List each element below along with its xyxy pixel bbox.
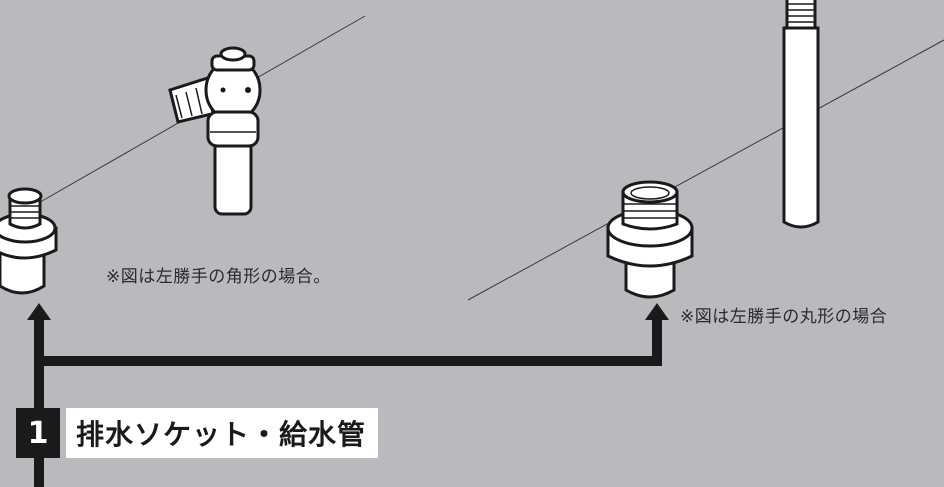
floor-line-right [467,39,944,301]
angle-stop-valve-icon [168,46,262,216]
drain-socket-right-icon [606,180,694,299]
step-title: 排水ソケット・給水管 [66,408,379,458]
step-number-badge: 1 [16,408,60,458]
caption-left-square-type: ※図は左勝手の角形の場合。 [106,267,331,287]
caption-right-round-type: ※図は左勝手の丸形の場合 [680,307,888,327]
drain-socket-left-icon [0,187,58,295]
supply-pipe-icon [782,0,820,229]
step-label: 1 排水ソケット・給水管 [16,408,379,458]
connector-arrows [27,303,669,487]
